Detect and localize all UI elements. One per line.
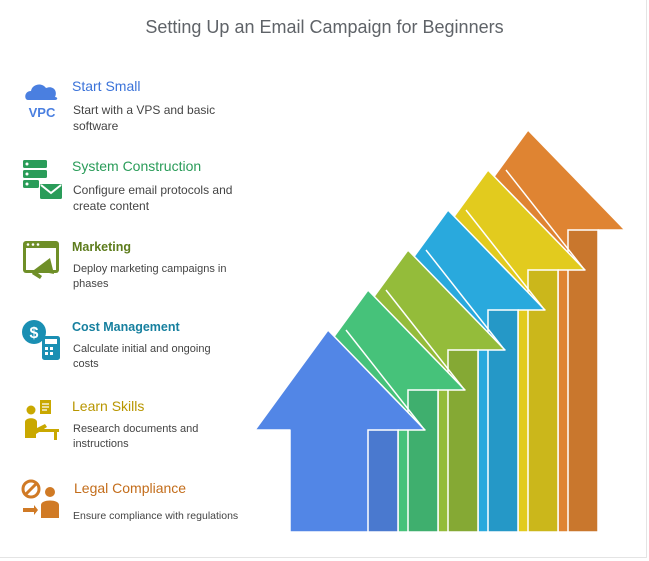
dollar-calculator-icon: $ (22, 320, 60, 360)
arrow-shaft-shade (527, 269, 559, 533)
staircase-arrows (254, 129, 626, 533)
step-cost-management: $ Cost Management Calculate initial and … (20, 318, 260, 388)
arrow-shaft-shade (367, 429, 399, 533)
step-start-small: VPC Start Small Start with a VPS and bas… (20, 78, 260, 148)
diagram-title: Setting Up an Email Campaign for Beginne… (145, 17, 504, 37)
arrow-bevel (425, 249, 504, 349)
arrow-bevel (545, 129, 624, 229)
step-legal-compliance: Legal Compliance Ensure compliance with … (20, 478, 260, 548)
step-learn-skills: Learn Skills Research documents and inst… (20, 398, 260, 468)
step-label: Start Small (72, 78, 141, 94)
step-label: Cost Management (72, 320, 180, 334)
arrow-bevel (345, 329, 424, 429)
arrow-bevel (385, 289, 464, 389)
vpc-icon-text: VPC (29, 105, 56, 120)
step-label: System Construction (72, 158, 202, 174)
legal-compliance-icon (21, 479, 59, 518)
step-description: Deploy marketing campaigns in phases (73, 263, 227, 290)
arrow-bevel (465, 209, 544, 309)
step-description: Ensure compliance with regulations (73, 510, 239, 522)
step-description: Calculate initial and ongoing costs (73, 343, 211, 370)
study-desk-icon (25, 400, 59, 440)
arrow-shaft-shade (567, 229, 599, 533)
arrow-shaft-shade (407, 389, 439, 533)
step-system-construction: System Construction Configure email prot… (20, 158, 260, 228)
svg-text:$: $ (30, 325, 39, 342)
step-label: Learn Skills (72, 398, 145, 414)
step-description: Research documents and instructions (73, 423, 199, 450)
arrow-start-small (254, 329, 426, 533)
megaphone-screen-icon (23, 241, 59, 279)
step-marketing: Marketing Deploy marketing campaigns in … (20, 238, 260, 308)
step-description: Start with a VPS and basic software (73, 103, 216, 133)
arrow-bevel (505, 169, 584, 269)
cloud-vpc-icon: VPC (25, 84, 58, 120)
step-description: Configure email protocols and create con… (73, 183, 233, 213)
step-label: Marketing (72, 240, 132, 254)
server-mail-icon (23, 160, 62, 199)
step-label: Legal Compliance (74, 480, 187, 496)
